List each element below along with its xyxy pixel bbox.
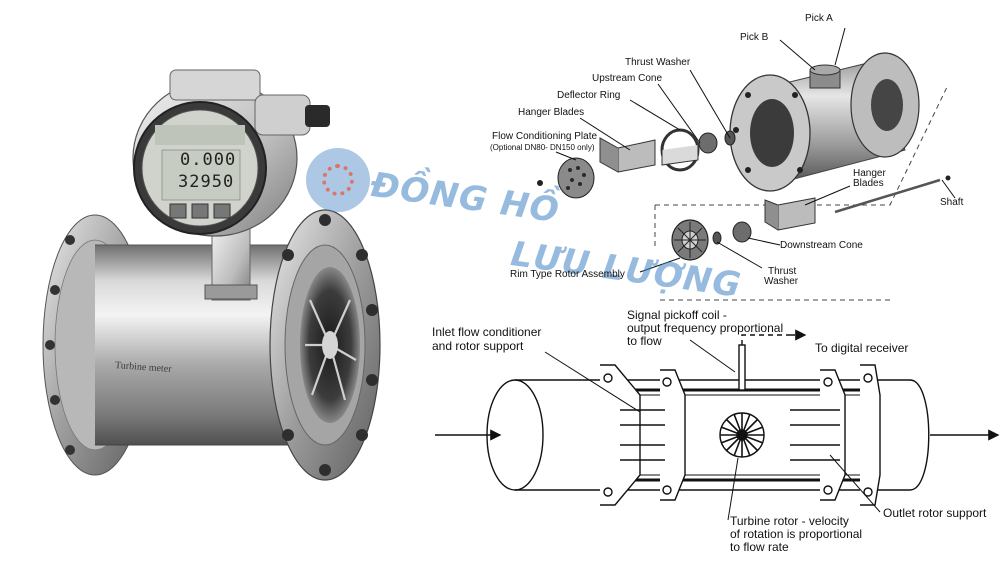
label-thrust-washer-bottom-1: Thrust xyxy=(768,266,797,277)
cross-section-illustration xyxy=(435,329,1000,521)
label-signal-3: to flow xyxy=(627,334,662,348)
label-digital-receiver: To digital receiver xyxy=(815,341,909,355)
label-pick-a: Pick A xyxy=(805,13,833,24)
label-flow-conditioning-plate: Flow Conditioning Plate xyxy=(492,131,598,142)
meter-display-bottom: 32950 xyxy=(178,172,235,192)
label-hanger-blades-right-2: Blades xyxy=(853,178,884,189)
label-rim-type-rotor: Rim Type Rotor Assembly xyxy=(510,269,625,280)
label-pick-b: Pick B xyxy=(740,32,769,43)
label-thrust-washer-bottom-2: Washer xyxy=(764,276,799,287)
meter-display-top: 0.000 xyxy=(180,150,237,170)
label-shaft: Shaft xyxy=(940,197,964,208)
label-hanger-blades-top: Hanger Blades xyxy=(518,107,585,118)
exploded-view-illustration xyxy=(537,27,956,301)
label-rotor-2: of rotation is proportional xyxy=(730,527,863,541)
turbine-meter-illustration xyxy=(42,69,381,481)
label-upstream-cone: Upstream Cone xyxy=(592,73,663,84)
label-flow-conditioning-note: (Optional DN80- DN150 only) xyxy=(490,143,595,152)
label-signal-1: Signal pickoff coil - xyxy=(627,308,727,322)
label-thrust-washer-top: Thrust Washer xyxy=(625,57,691,68)
label-signal-2: output frequency proportional xyxy=(627,321,784,335)
label-downstream-cone: Downstream Cone xyxy=(780,240,863,251)
label-hanger-blades-right-1: Hanger xyxy=(853,168,886,179)
watermark-logo xyxy=(306,148,370,212)
label-inlet-1: Inlet flow conditioner xyxy=(432,325,542,339)
label-deflector-ring: Deflector Ring xyxy=(557,90,621,101)
label-rotor-1: Turbine rotor - velocity xyxy=(730,514,849,528)
label-inlet-2: and rotor support xyxy=(432,339,524,353)
label-outlet-rotor-support: Outlet rotor support xyxy=(883,506,987,520)
watermark-gear-icon xyxy=(322,164,354,196)
label-rotor-3: to flow rate xyxy=(730,540,789,554)
